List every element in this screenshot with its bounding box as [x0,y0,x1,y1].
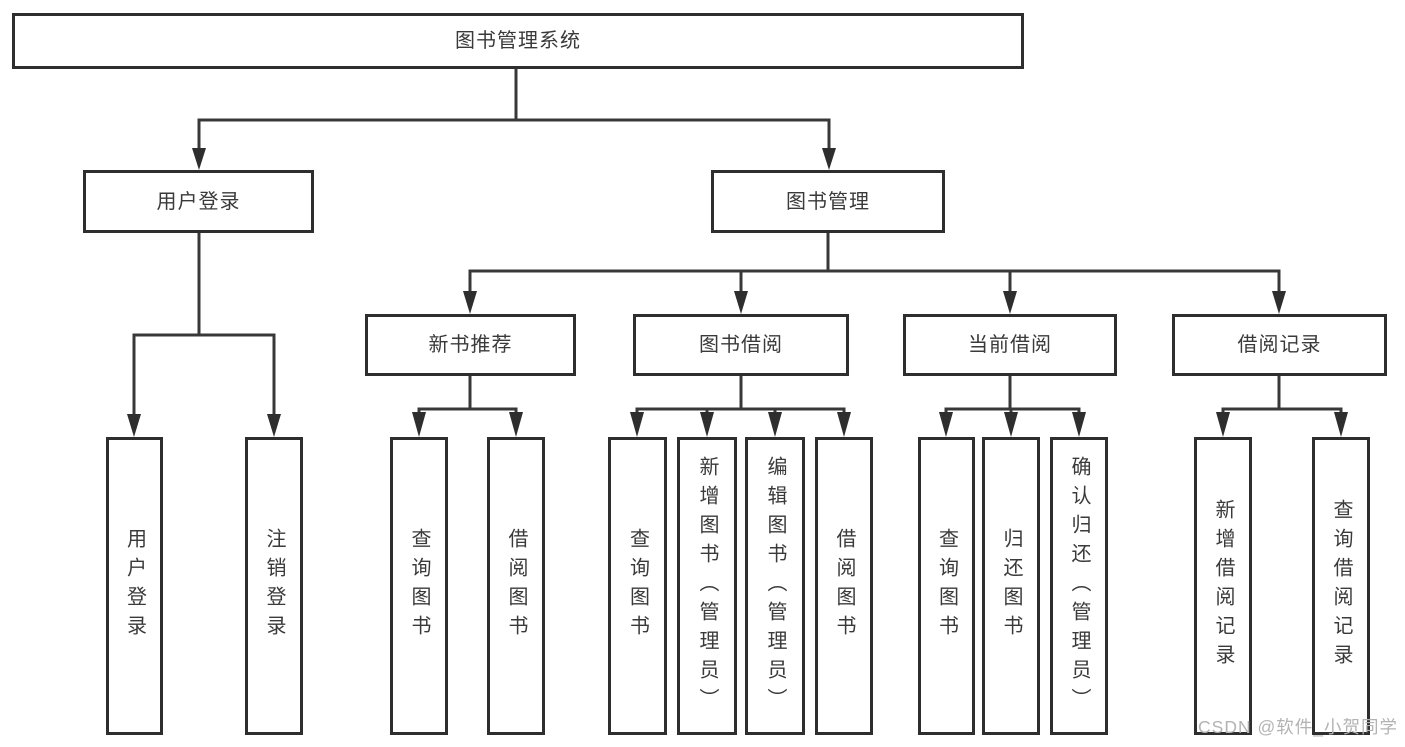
csdn-watermark: CSDN @软件_小贺同学 [1198,717,1398,737]
node-root: 图书管理系统 [12,13,1024,69]
leaf-logout-login: 注销登录 [245,437,303,735]
node-current-borrow: 当前借阅 [903,314,1117,376]
leaf-edit-book-admin: 编辑图书（管理员） [745,437,805,735]
node-user-login: 用户登录 [83,170,314,233]
leaf-add-borrow-record: 新增借阅记录 [1194,437,1252,735]
leaf-borrow-book-recommend: 借阅图书 [487,437,545,735]
leaf-borrow-book: 借阅图书 [815,437,873,735]
leaf-query-book-borrow: 查询图书 [608,437,667,735]
node-borrow-record: 借阅记录 [1172,314,1387,376]
arrowheads [127,148,1348,437]
leaf-return-book: 归还图书 [982,437,1040,735]
leaf-query-book-current: 查询图书 [918,437,975,735]
leaf-user-login: 用户登录 [106,437,163,735]
leaf-confirm-return-admin: 确认归还（管理员） [1050,437,1108,735]
node-book-borrow: 图书借阅 [633,314,849,376]
leaf-query-book-recommend: 查询图书 [390,437,448,735]
leaf-add-book-admin: 新增图书（管理员） [677,437,737,735]
node-book-management: 图书管理 [711,170,945,233]
leaf-query-borrow-record: 查询借阅记录 [1312,437,1370,735]
node-new-book-recommend: 新书推荐 [365,314,576,376]
